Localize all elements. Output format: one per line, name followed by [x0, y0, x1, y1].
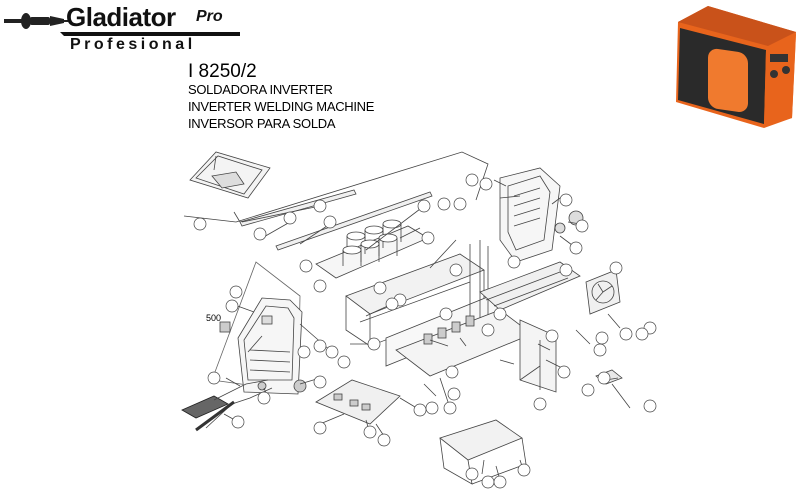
product-image [676, 6, 796, 128]
brand-suffix: Pro [196, 8, 223, 25]
description-en: INVERTER WELDING MACHINE [188, 99, 375, 114]
capacitor-board-part [315, 219, 429, 279]
back-panel-part [499, 167, 561, 263]
gladiator-logo [4, 13, 240, 36]
exploded-parts-diagram [181, 151, 657, 489]
part-500-label: 500 [206, 313, 222, 323]
cooling-fan-part [585, 269, 621, 315]
bottom-cover-part [439, 419, 527, 485]
control-board-part [315, 379, 401, 425]
electrode-holder-logo-icon [4, 13, 68, 29]
model-number: I 8250/2 [188, 61, 257, 82]
front-panel-part [237, 297, 303, 395]
top-tray-part [189, 151, 271, 199]
description-es: SOLDADORA INVERTER [188, 82, 333, 97]
brand-name: Gladiator [66, 2, 176, 32]
description-pt: INVERSOR PARA SOLDA [188, 116, 336, 131]
brand-subtitle: Profesional [70, 36, 196, 53]
welding-clamps-part [181, 379, 307, 432]
